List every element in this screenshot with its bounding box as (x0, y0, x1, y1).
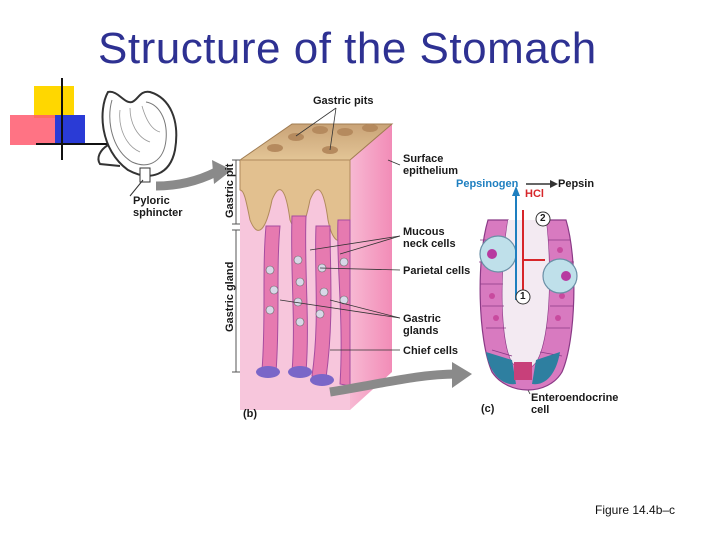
label-pepsin: Pepsin (558, 178, 595, 190)
leader-lines (279, 107, 531, 395)
label-gastric-glands-line1: Gastric (403, 313, 441, 325)
figure-caption: Figure 14.4b–c (595, 503, 676, 517)
label-gastric-glands-line2: glands (403, 325, 439, 337)
zoom-arrow-b-head (212, 160, 232, 184)
label-step-1: 1 (520, 291, 526, 302)
tissue-block (232, 123, 394, 410)
label-gastric-pit-vertical: Gastric pit (224, 163, 236, 218)
label-hcl: HCl (525, 188, 544, 200)
gastric-gland-detail (479, 180, 578, 391)
corner-decoration (10, 78, 108, 160)
label-enteroendocrine-line2: cell (531, 404, 550, 416)
label-mucous-line2: neck cells (403, 238, 456, 250)
label-chief-cells: Chief cells (403, 345, 459, 357)
label-panel-c: (c) (481, 403, 495, 415)
label-surface-epithelium-line2: epithelium (403, 165, 459, 177)
label-gastric-pits: Gastric pits (313, 95, 374, 107)
label-panel-b: (b) (243, 408, 258, 420)
label-gastric-gland-vertical: Gastric gland (224, 261, 236, 332)
zoom-arrow-b (155, 167, 219, 191)
label-parietal-cells: Parietal cells (403, 265, 471, 277)
label-pyloric-line2: sphincter (133, 207, 183, 219)
label-pepsinogen: Pepsinogen (456, 178, 519, 190)
label-enteroendocrine-line1: Enteroendocrine (531, 392, 619, 404)
label-surface-epithelium-line1: Surface (403, 153, 444, 165)
zoom-arrow-c-head (452, 362, 472, 388)
label-pyloric-line1: Pyloric (133, 195, 170, 207)
label-step-2: 2 (540, 213, 546, 224)
label-mucous-line1: Mucous (403, 226, 445, 238)
zoom-arrow-c (329, 369, 457, 397)
stomach-illustration (97, 90, 178, 197)
slide-title: Structure of the Stomach (98, 24, 597, 73)
